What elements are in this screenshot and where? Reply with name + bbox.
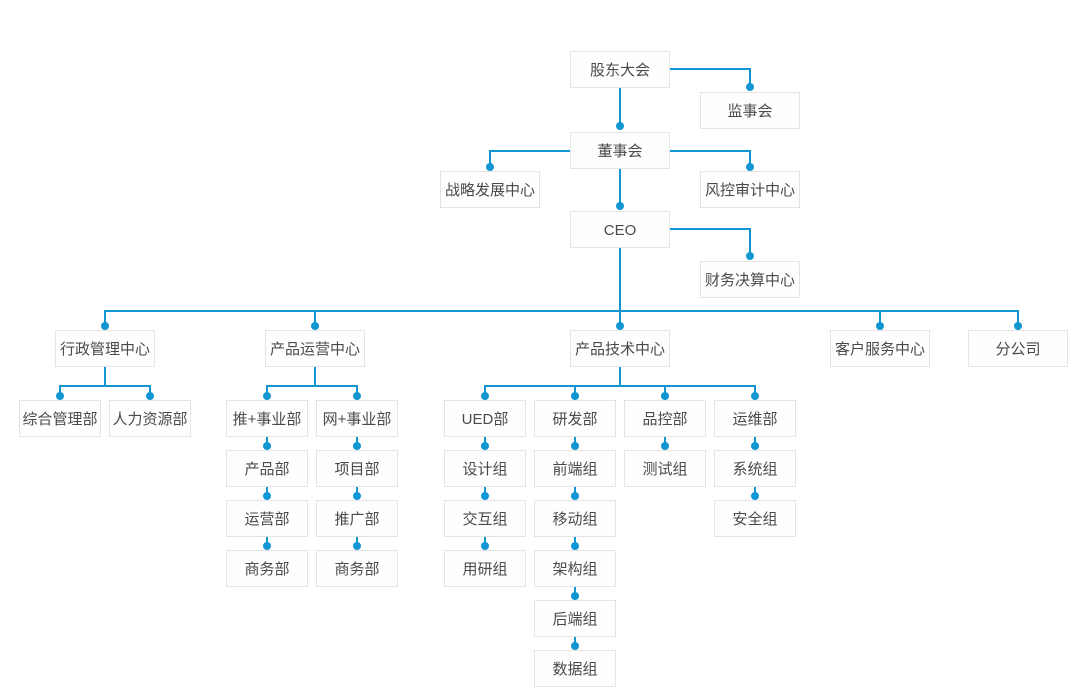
edge-split-product-tech	[484, 367, 756, 396]
node-hr-dept: 人力资源部	[109, 400, 191, 437]
node-product-ops-center: 产品运营中心	[265, 330, 365, 367]
edge-main-distribution	[104, 310, 1019, 326]
node-promotion-dept: 推广部	[316, 500, 398, 537]
node-ceo: CEO	[570, 211, 670, 248]
node-system-group: 系统组	[714, 450, 796, 487]
node-design-group: 设计组	[444, 450, 526, 487]
edge-board-risk	[670, 150, 751, 167]
node-product-dept: 产品部	[226, 450, 308, 487]
node-ops-maintenance-dept: 运维部	[714, 400, 796, 437]
node-admin-mgmt-center: 行政管理中心	[55, 330, 155, 367]
node-rnd-dept: 研发部	[534, 400, 616, 437]
junction-dots	[56, 83, 1022, 650]
node-security-group: 安全组	[714, 500, 796, 537]
node-interaction-group: 交互组	[444, 500, 526, 537]
node-qc-dept: 品控部	[624, 400, 706, 437]
node-project-dept: 项目部	[316, 450, 398, 487]
node-architecture-group: 架构组	[534, 550, 616, 587]
node-supervisory-board: 监事会	[700, 92, 800, 129]
edge-split-product-ops	[266, 367, 358, 396]
edge-ceo-finance	[670, 228, 751, 256]
node-shareholders-meeting: 股东大会	[570, 51, 670, 88]
node-data-group: 数据组	[534, 650, 616, 687]
edge-shareholders-supervisory	[670, 68, 751, 87]
node-business-dept-1: 商务部	[226, 550, 308, 587]
node-product-tech-center: 产品技术中心	[570, 330, 670, 367]
node-operations-dept: 运营部	[226, 500, 308, 537]
node-branch-company: 分公司	[968, 330, 1068, 367]
node-strategy-dev-center: 战略发展中心	[440, 171, 540, 208]
node-testing-group: 测试组	[624, 450, 706, 487]
node-user-research-group: 用研组	[444, 550, 526, 587]
node-risk-audit-center: 风控审计中心	[700, 171, 800, 208]
node-tui-business-dept: 推+事业部	[226, 400, 308, 437]
node-financial-settlement-center: 财务决算中心	[700, 261, 800, 298]
edge-split-admin	[59, 367, 151, 396]
node-ued-dept: UED部	[444, 400, 526, 437]
node-board-of-directors: 董事会	[570, 132, 670, 169]
node-business-dept-2: 商务部	[316, 550, 398, 587]
node-frontend-group: 前端组	[534, 450, 616, 487]
node-backend-group: 后端组	[534, 600, 616, 637]
node-mobile-group: 移动组	[534, 500, 616, 537]
node-wang-business-dept: 网+事业部	[316, 400, 398, 437]
node-general-mgmt-dept: 综合管理部	[19, 400, 101, 437]
node-customer-service-center: 客户服务中心	[830, 330, 930, 367]
edge-board-strategy	[489, 150, 570, 167]
